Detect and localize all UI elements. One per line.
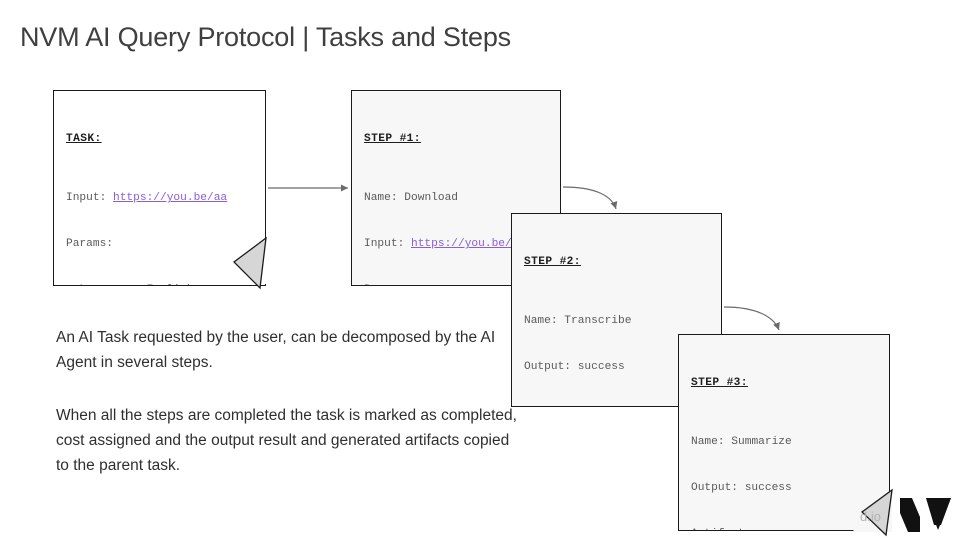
- card-step-2-heading: STEP #2:: [524, 255, 581, 268]
- task-input-link[interactable]: https://you.be/aa: [113, 192, 228, 205]
- step3-name-value: Summarize: [731, 436, 792, 449]
- step3-name-row: Name: Summarize: [691, 435, 889, 450]
- step1-name-row: Name: Download: [364, 191, 560, 206]
- arrow-step1-to-step2: [562, 186, 618, 210]
- arrow-step2-to-step3: [723, 306, 780, 331]
- description-paragraph-2: When all the steps are completed the tas…: [56, 407, 517, 474]
- task-params-label: Params:: [66, 238, 113, 251]
- task-input-label: Input:: [66, 192, 113, 205]
- card-task-heading: TASK:: [66, 132, 102, 145]
- card-step-3[interactable]: STEP #3: Name: Summarize Output: success…: [678, 334, 890, 531]
- step1-input-label: Input:: [364, 238, 411, 251]
- card-step-3-heading: STEP #3:: [691, 376, 748, 389]
- step3-input-output-label: Output:: [691, 482, 745, 495]
- card-step-1-heading: STEP #1:: [364, 132, 421, 145]
- step1-input-link[interactable]: https://you.be/aa: [411, 238, 526, 251]
- step2-input-output-label: Output:: [524, 361, 578, 374]
- step2-name-label: Name:: [524, 315, 565, 328]
- description-paragraph-1: An AI Task requested by the user, can be…: [56, 329, 496, 371]
- step2-input-output-row: Output: success: [524, 360, 721, 375]
- step3-input-output-row: Output: success: [691, 481, 889, 496]
- task-input-row: Input: https://you.be/aa: [66, 191, 265, 206]
- step1-name-value: Download: [404, 192, 459, 205]
- step1-name-label: Name:: [364, 192, 405, 205]
- task-param-language: Language: English: [66, 283, 265, 285]
- step3-name-label: Name:: [691, 436, 732, 449]
- nevermined-logo-icon: [900, 498, 951, 532]
- site-watermark: d.io: [860, 509, 881, 524]
- step3-input-output-value: success: [744, 482, 792, 495]
- step1-params-label: Params:: [364, 283, 560, 285]
- page-title: NVM AI Query Protocol | Tasks and Steps: [20, 22, 511, 52]
- step3-input-artifacts-label: Artifacts:: [691, 527, 889, 530]
- step1-input-row: Input: https://you.be/aa: [364, 237, 560, 252]
- step2-name-value: Transcribe: [564, 315, 632, 328]
- step2-name-row: Name: Transcribe: [524, 314, 721, 329]
- card-task[interactable]: TASK: Input: https://you.be/aa Params: L…: [53, 90, 266, 286]
- step2-input-output-value: success: [577, 361, 625, 374]
